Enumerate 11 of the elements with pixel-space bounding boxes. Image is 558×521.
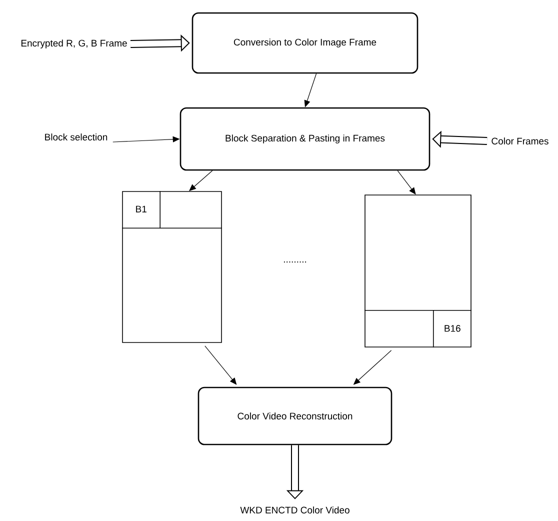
input-label: WKD ENCTD Color Video <box>240 506 350 514</box>
process-box: Conversion to Color Image Frame <box>192 12 418 74</box>
frame-drawing: B1 <box>122 190 222 343</box>
input-label: Encrypted R, G, B Frame <box>21 40 127 48</box>
arrow <box>204 346 237 385</box>
process-box: Color Video Reconstruction <box>198 386 392 446</box>
process-box: Block Separation & Pasting in Frames <box>180 107 430 171</box>
input-label: Color Frames <box>492 138 548 144</box>
frame-drawing: B16 <box>364 194 472 348</box>
input-label: Block selection <box>45 134 108 140</box>
ellipsis-label: ......... <box>284 261 306 262</box>
